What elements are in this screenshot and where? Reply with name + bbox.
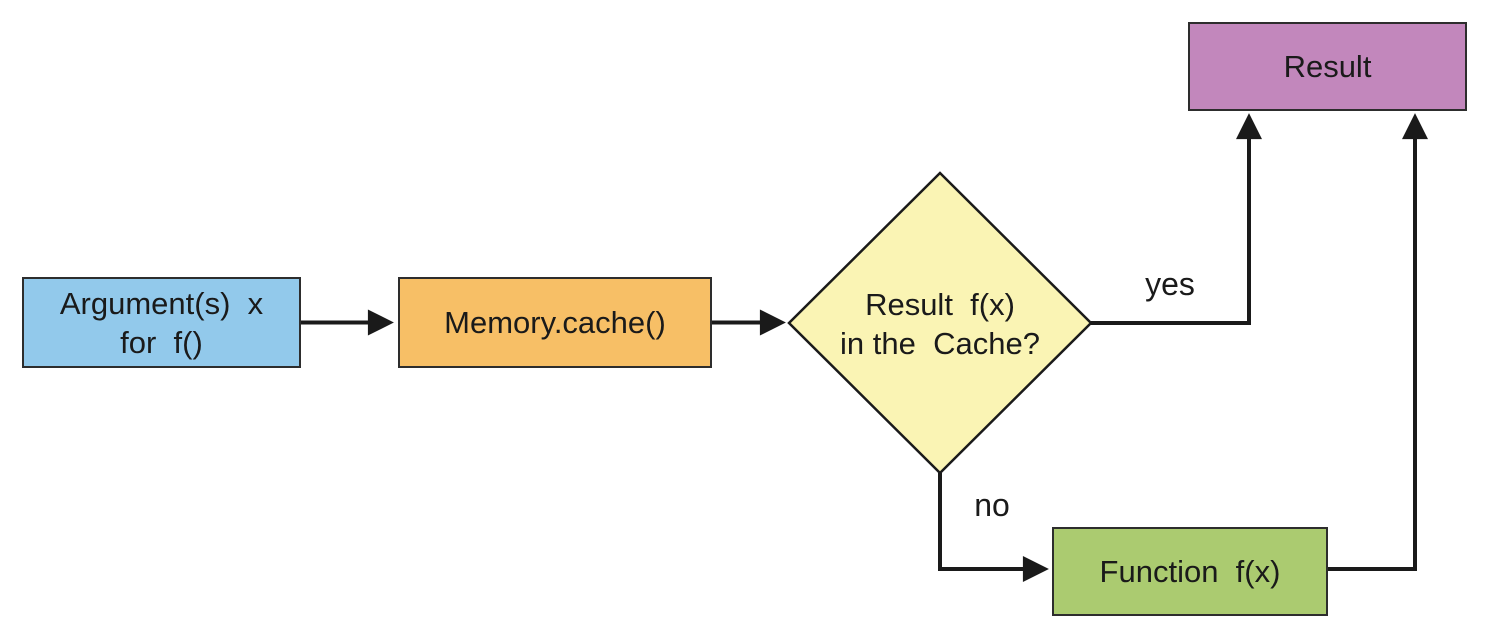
function-node: Function f(x): [1052, 527, 1328, 616]
edge-decision-yes-to-result: [1091, 113, 1262, 325]
result-node: Result: [1188, 22, 1467, 111]
memory-cache-node: Memory.cache(): [398, 277, 712, 368]
function-node-label: Function f(x): [1099, 554, 1281, 589]
yes-edge-label: yes: [1145, 266, 1195, 302]
result-node-label: Result: [1283, 49, 1372, 84]
edge-function-to-result: [1328, 113, 1428, 571]
argument-node-label-line1: Argument(s) x: [59, 285, 264, 321]
edge-decision-no-to-function: [938, 473, 1049, 582]
argument-node-label-line2: for f(): [120, 324, 203, 360]
cache-decision-label-line2: in the Cache?: [840, 326, 1040, 361]
memory-cache-node-label: Memory.cache(): [444, 305, 666, 340]
cache-decision-label: Result f(x) in the Cache?: [789, 275, 1091, 373]
cache-decision-label-line1: Result f(x): [865, 287, 1015, 322]
no-edge-label: no: [974, 487, 1010, 523]
argument-node: Argument(s) x for f(): [22, 277, 301, 368]
